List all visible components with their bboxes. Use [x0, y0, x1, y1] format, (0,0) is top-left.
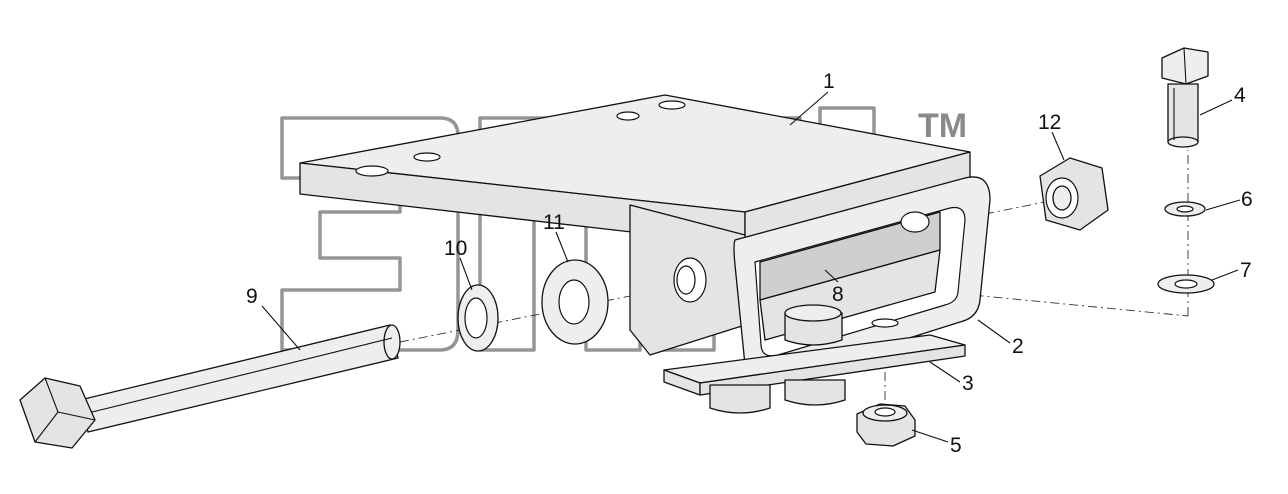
- part-9-long-bolt: [19, 324, 401, 449]
- callout-11: 11: [543, 211, 565, 234]
- callout-8: 8: [832, 283, 844, 306]
- part-7-flat-washer: [1157, 274, 1215, 294]
- part-11-washer: [541, 259, 609, 345]
- callout-4: 4: [1234, 84, 1246, 107]
- callout-12: 12: [1038, 111, 1061, 134]
- part-3-base-plate: [663, 334, 966, 396]
- callout-2: 2: [1012, 335, 1024, 358]
- callout-1: 1: [823, 70, 835, 93]
- part-5-nut: [856, 403, 916, 447]
- part-6-lock-washer: [1164, 201, 1206, 217]
- watermark-trademark: TM: [918, 107, 967, 145]
- part-12-hex-nut: [1039, 157, 1109, 231]
- callout-6: 6: [1241, 188, 1253, 211]
- callout-9: 9: [246, 285, 258, 308]
- part-4-bolt: [1161, 47, 1209, 148]
- part-1-bracket: [299, 94, 971, 356]
- callout-10: 10: [444, 237, 467, 260]
- callout-5: 5: [950, 434, 962, 457]
- base-bolt-heads: [709, 304, 846, 414]
- part-10-washer: [457, 284, 499, 352]
- callout-7: 7: [1240, 259, 1252, 282]
- callout-3: 3: [962, 372, 974, 395]
- leader-lines: [261, 91, 1241, 443]
- watermark-letter-e: [280, 116, 460, 352]
- callout-numbers: 1 2 3 4 5 6 7 8 9 10 11 12: [246, 70, 1253, 457]
